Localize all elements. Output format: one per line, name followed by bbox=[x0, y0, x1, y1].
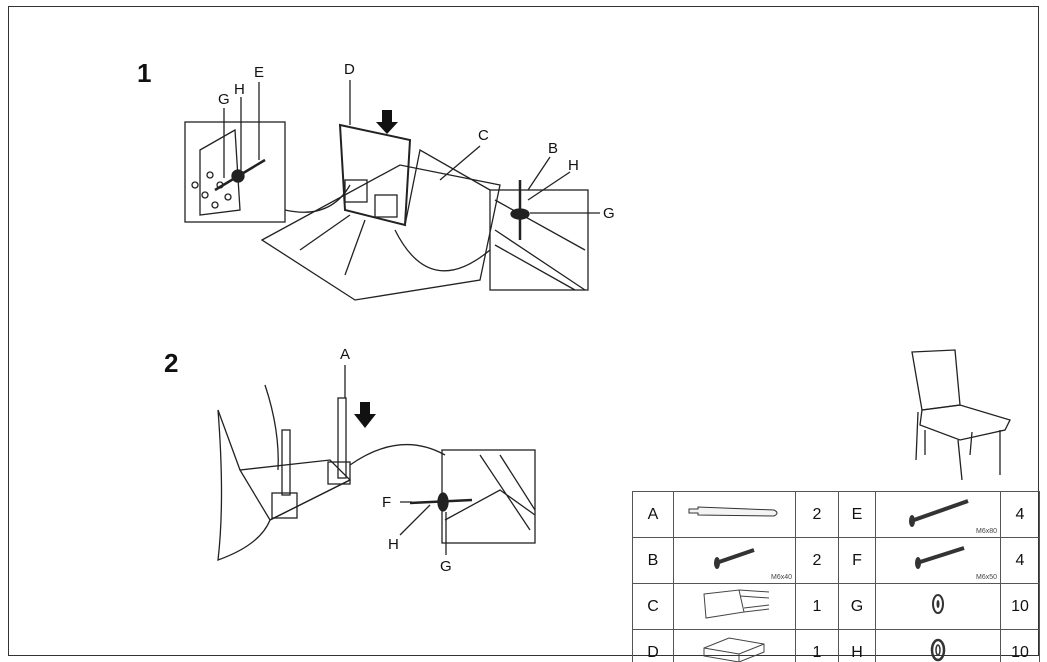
part-letter: F bbox=[838, 537, 876, 584]
step-2-number: 2 bbox=[164, 348, 179, 378]
label-b: B bbox=[548, 140, 559, 157]
leg-part-image bbox=[673, 491, 796, 538]
part-letter: A bbox=[632, 491, 674, 538]
part-qty: 1 bbox=[795, 583, 839, 630]
part-qty: 10 bbox=[1000, 629, 1040, 662]
part-letter: B bbox=[632, 537, 674, 584]
part-qty: 10 bbox=[1000, 583, 1040, 630]
table-row: C 1 G 10 bbox=[632, 583, 1040, 630]
label-d: D bbox=[344, 61, 355, 78]
label-g: G bbox=[218, 91, 230, 108]
part-qty: 1 bbox=[795, 629, 839, 662]
bolt-part-image: M6x80 bbox=[875, 491, 1001, 538]
part-qty: 4 bbox=[1000, 537, 1040, 584]
part-qty: 2 bbox=[795, 491, 839, 538]
bolt-part-image: M6x40 bbox=[673, 537, 796, 584]
label-a: A bbox=[340, 346, 351, 363]
part-letter: C bbox=[632, 583, 674, 630]
table-row: B M6x40 2 F M6x50 4 bbox=[632, 537, 1040, 584]
spring-washer-part-image bbox=[875, 629, 1001, 662]
bolt-size: M6x80 bbox=[975, 528, 997, 535]
part-letter: H bbox=[838, 629, 876, 662]
label-h: H bbox=[234, 81, 245, 98]
page-border bbox=[8, 6, 1039, 656]
bolt-part-image: M6x50 bbox=[875, 537, 1001, 584]
part-letter: E bbox=[838, 491, 876, 538]
label-g: G bbox=[603, 205, 615, 222]
parts-table: A 2 E M6x80 4 B M6x40 2 F M6x50 4 C 1 G … bbox=[632, 491, 1040, 662]
bolt-size: M6x40 bbox=[770, 574, 792, 581]
part-letter: D bbox=[632, 629, 674, 662]
part-qty: 4 bbox=[1000, 491, 1040, 538]
label-h: H bbox=[388, 536, 399, 553]
step-1-number: 1 bbox=[137, 58, 152, 88]
label-c: C bbox=[478, 127, 489, 144]
label-f: F bbox=[382, 494, 392, 511]
washer-part-image bbox=[875, 583, 1001, 630]
label-e: E bbox=[254, 64, 265, 81]
table-row: A 2 E M6x80 4 bbox=[632, 491, 1040, 538]
finished-chair-drawing bbox=[911, 349, 1011, 481]
part-qty: 2 bbox=[795, 537, 839, 584]
backrest-part-image bbox=[673, 583, 796, 630]
table-row: D 1 H 10 bbox=[632, 629, 1040, 662]
bolt-size: M6x50 bbox=[975, 574, 997, 581]
step2-drawing bbox=[217, 365, 536, 561]
step1-drawing bbox=[184, 80, 600, 301]
label-g: G bbox=[440, 558, 452, 575]
part-letter: G bbox=[838, 583, 876, 630]
seat-part-image bbox=[673, 629, 796, 662]
label-h: H bbox=[568, 157, 579, 174]
